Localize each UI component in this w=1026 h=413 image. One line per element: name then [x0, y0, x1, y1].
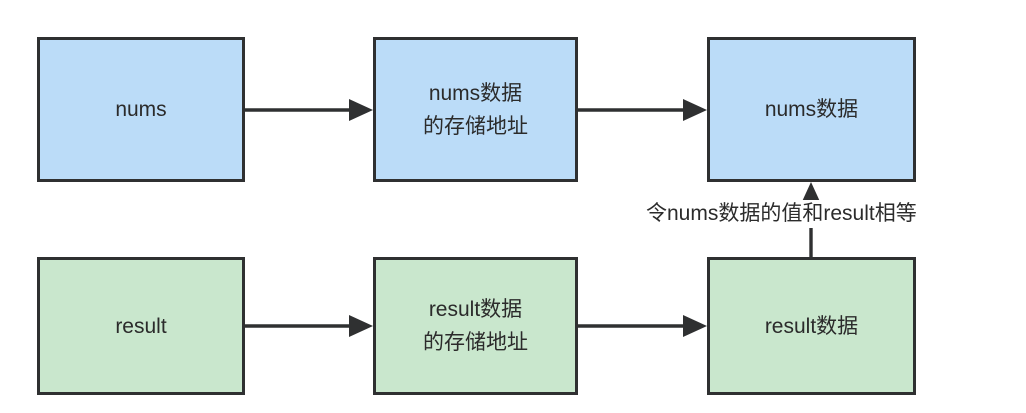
node-result-var[interactable]: result	[37, 257, 245, 395]
node-result-address[interactable]: result数据 的存储地址	[373, 257, 578, 395]
node-nums-address[interactable]: nums数据 的存储地址	[373, 37, 578, 182]
node-nums-var[interactable]: nums	[37, 37, 245, 182]
node-nums-data[interactable]: nums数据	[707, 37, 916, 182]
node-result-data[interactable]: result数据	[707, 257, 916, 395]
node-label: result数据	[764, 314, 859, 338]
node-label: result数据 的存储地址	[423, 298, 528, 354]
edge-result-address-to-data	[578, 315, 707, 337]
node-label: nums数据	[764, 98, 859, 121]
node-label: result	[115, 314, 167, 338]
node-label: nums数据 的存储地址	[423, 81, 528, 138]
edge-nums-address-to-data	[578, 99, 707, 121]
edge-label-assignment: 令nums数据的值和result相等	[643, 200, 920, 228]
edge-result-var-to-address	[245, 315, 373, 337]
node-label: nums	[115, 98, 167, 121]
edge-nums-var-to-address	[245, 99, 373, 121]
